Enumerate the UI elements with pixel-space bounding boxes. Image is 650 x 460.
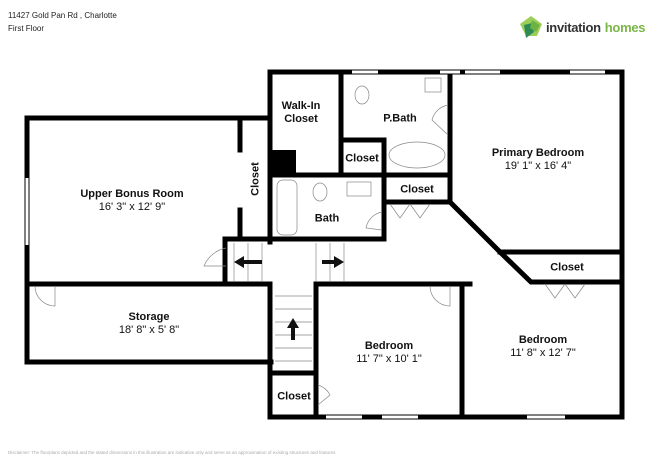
windows xyxy=(25,70,605,419)
sink-icon xyxy=(424,77,442,93)
door-swing xyxy=(365,211,383,231)
door-swing xyxy=(203,247,227,267)
room-closet-hall: Closet xyxy=(400,183,434,196)
bathtub-icon xyxy=(276,179,298,236)
room-closet-primary: Closet xyxy=(550,261,584,274)
room-primary-bedroom: Primary Bedroom 19' 1" x 16' 4" xyxy=(491,146,585,172)
address-text: 11427 Gold Pan Rd , Charlotte xyxy=(8,11,117,20)
room-bath: Bath xyxy=(314,212,340,225)
walls xyxy=(24,69,625,420)
room-p-bath: P.Bath xyxy=(383,112,417,125)
stair-arrows xyxy=(234,256,344,340)
room-closet-bonus: Closet xyxy=(249,162,262,196)
floor-label: First Floor xyxy=(8,24,44,33)
arrow-left-icon xyxy=(234,256,262,268)
room-bedroom-right: Bedroom 11' 8" x 12' 7" xyxy=(510,333,576,359)
bifold-door xyxy=(389,203,431,219)
arrow-up-icon xyxy=(287,318,299,340)
logo-text-secondary: homes xyxy=(604,19,646,35)
room-storage: Storage 18' 8" x 5' 8" xyxy=(118,310,180,336)
door-swing xyxy=(317,384,331,406)
door-swing xyxy=(431,104,449,136)
logo-mark-icon xyxy=(520,16,542,38)
toilet-icon xyxy=(354,85,370,105)
logo-text-primary: invitation xyxy=(546,19,601,35)
sink-icon-bath xyxy=(346,181,372,197)
room-bedroom-middle: Bedroom 11' 7" x 10' 1" xyxy=(356,339,422,365)
disclaimer-text: Disclaimer: The floorplans depicted and … xyxy=(8,450,337,455)
room-closet-pbath: Closet xyxy=(345,152,379,165)
door-swing xyxy=(34,285,56,307)
tub-icon xyxy=(388,141,446,169)
room-upper-bonus-room: Upper Bonus Room 16' 3" x 12' 9" xyxy=(80,187,184,213)
door-swing xyxy=(429,285,451,307)
toilet-icon-bath xyxy=(312,182,328,202)
arrow-right-icon xyxy=(322,256,344,268)
chimney-block xyxy=(272,150,296,173)
bifold-door xyxy=(544,283,586,299)
room-closet-bottom: Closet xyxy=(277,390,311,403)
room-walk-in-closet: Walk-In Closet xyxy=(281,99,321,125)
